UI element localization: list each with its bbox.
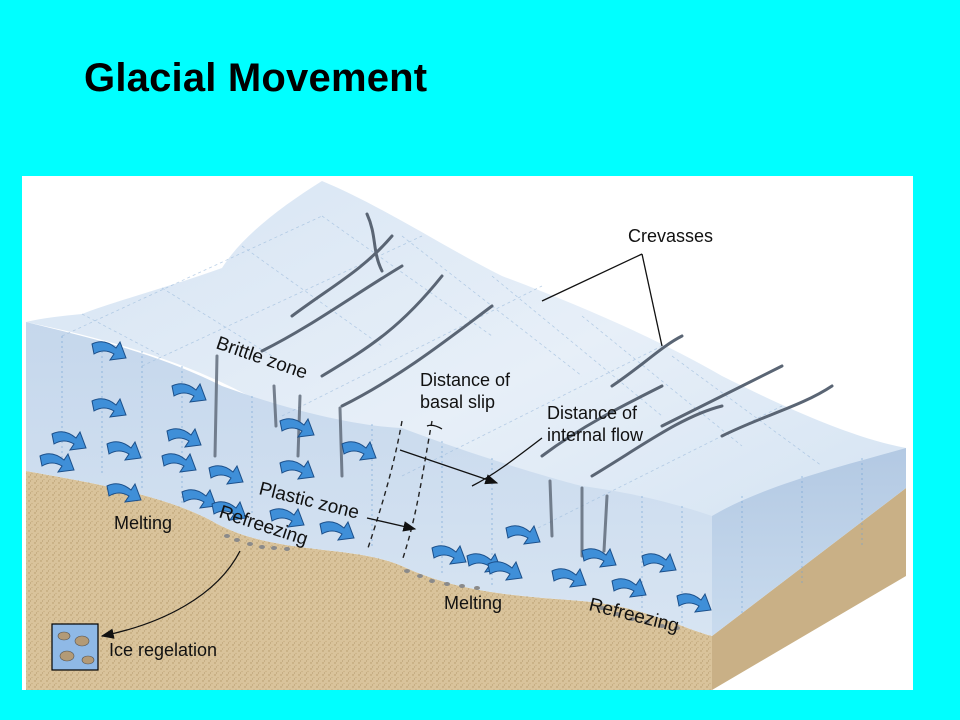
flow-arrow	[171, 382, 207, 403]
flow-arrow	[51, 430, 87, 451]
basal-slip-label-2: basal slip	[420, 392, 495, 412]
crevasses-label: Crevasses	[628, 226, 713, 246]
melting-center-label: Melting	[444, 593, 502, 613]
flow-arrow	[487, 560, 523, 581]
flow-arrow	[581, 547, 617, 568]
flow-arrow	[211, 500, 247, 521]
ice-regelation-label: Ice regelation	[109, 640, 217, 660]
ice-side-face	[712, 448, 906, 636]
flow-arrow	[208, 464, 244, 485]
melting-left-label: Melting	[114, 513, 172, 533]
flow-arrow	[39, 452, 75, 473]
flow-arrow	[551, 567, 587, 588]
flow-arrow	[505, 524, 541, 545]
flow-arrow	[161, 452, 197, 473]
flow-arrow	[676, 592, 712, 613]
face-crevasses	[213, 354, 609, 558]
flow-arrow	[431, 544, 467, 565]
ice-regelation-inset	[51, 623, 99, 671]
flow-arrow	[641, 552, 677, 573]
internal-flow-label-2: internal flow	[547, 425, 644, 445]
flow-arrows	[39, 340, 712, 613]
slip-boundary	[366, 420, 433, 562]
slide-title: Glacial Movement	[84, 56, 428, 100]
flow-arrow	[319, 520, 355, 541]
internal-flow-label-1: Distance of	[547, 403, 638, 423]
flow-arrow	[341, 440, 377, 461]
bedrock-side	[712, 488, 906, 690]
flow-arrow	[91, 340, 127, 361]
flow-arrow	[269, 507, 305, 528]
flow-arrow	[279, 459, 315, 480]
flow-arrow	[106, 440, 142, 461]
bedrock-front	[26, 471, 712, 690]
basal-debris	[224, 534, 680, 630]
flow-arrow	[166, 427, 202, 448]
glacier-diagram: Crevasses Brittle zone Distance of basal…	[22, 176, 913, 690]
crevasse-lines	[260, 212, 834, 478]
flow-arrow	[279, 417, 315, 438]
flow-arrow	[181, 488, 217, 509]
flow-arrow	[611, 577, 647, 598]
leader-lines	[100, 253, 663, 639]
basal-slip-label-1: Distance of	[420, 370, 511, 390]
flow-arrow	[106, 482, 142, 503]
flow-arrow	[91, 397, 127, 418]
